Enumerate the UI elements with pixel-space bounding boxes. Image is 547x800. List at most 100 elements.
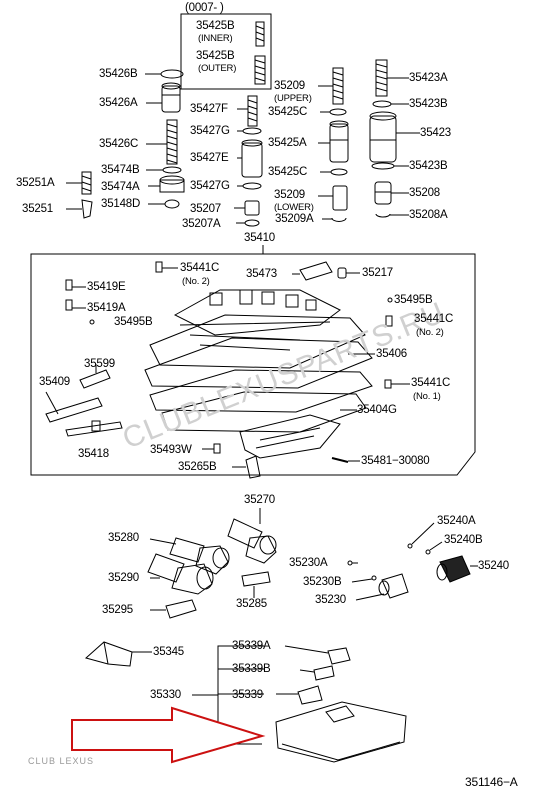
pointer-arrow — [71, 706, 266, 764]
callout-35270: 35270 — [244, 494, 275, 506]
date-code-label: (0007- ) — [185, 2, 224, 14]
ring-35423B-upper — [372, 100, 392, 108]
valve-35423 — [369, 111, 397, 163]
ring-35423B-lower — [371, 162, 395, 170]
bolt-35481-30080 — [331, 457, 349, 463]
ring-35427G-lower — [242, 182, 262, 190]
callout-35441C-no1: 35441C — [411, 377, 451, 389]
spring-35599 — [79, 369, 111, 389]
callout-35251A: 35251A — [16, 177, 55, 189]
ball-35240A — [407, 543, 413, 549]
callout-35441C-top: 35441C — [180, 262, 220, 274]
callout-35495B-right: 35495B — [394, 294, 433, 306]
callout-35208: 35208 — [409, 187, 440, 199]
callout-35409: 35409 — [39, 376, 70, 388]
callout-35419E: 35419E — [87, 281, 126, 293]
separator-plate — [144, 337, 373, 389]
callout-35599: 35599 — [84, 358, 115, 370]
clip-35285 — [241, 571, 271, 587]
callout-35406: 35406 — [376, 348, 407, 360]
callout-35209-upper: 35209 — [274, 80, 305, 92]
note-no1: (No. 1) — [413, 391, 441, 402]
plug-35208 — [374, 181, 392, 205]
callout-35495B-left: 35495B — [114, 316, 153, 328]
ring-35426B — [160, 69, 184, 79]
watermark-logo: CLUB LEXUS — [28, 756, 95, 766]
solenoid-35230 — [378, 573, 409, 599]
callout-35426C: 35426C — [99, 138, 139, 150]
callout-35265B: 35265B — [178, 461, 217, 473]
callout-35423A: 35423A — [409, 72, 448, 84]
plug-35207 — [244, 200, 260, 216]
callout-35339B: 35339B — [232, 663, 271, 675]
callout-35148D: 35148D — [101, 198, 141, 210]
lower-valve-body-35404G — [161, 391, 367, 459]
callout-35240B: 35240B — [444, 534, 483, 546]
filter-35217 — [337, 267, 347, 279]
upper-valve-body — [149, 289, 366, 369]
note-inner: (INNER) — [198, 33, 233, 44]
bolt-35493W — [213, 443, 221, 454]
callout-35230: 35230 — [315, 594, 346, 606]
accumulator-35270 — [227, 518, 277, 564]
spring-35425B-outer — [254, 55, 266, 85]
callout-35481-30080: 35481−30080 — [361, 455, 430, 467]
ring-35207A — [244, 219, 260, 227]
accumulator-35290 — [147, 553, 214, 595]
ring-35230B — [371, 575, 377, 581]
figure-id: 351146−A — [465, 775, 518, 789]
spring-35423A — [375, 59, 388, 97]
callout-35493W: 35493W — [150, 444, 192, 456]
rod-35418 — [65, 420, 123, 437]
gasket-35339 — [297, 685, 323, 705]
oil-strainer-35330 — [275, 701, 407, 763]
callout-35423B-upper: 35423B — [409, 98, 448, 110]
inner-outer-spring-box — [180, 13, 272, 90]
bracket-35345 — [84, 641, 133, 667]
callout-35339: 35339 — [232, 689, 263, 701]
spring-35427F — [247, 95, 258, 127]
callout-35209-lower: 35209 — [274, 189, 305, 201]
solenoid-35240 — [436, 555, 471, 583]
callout-35209A: 35209A — [275, 213, 314, 225]
callout-35425A: 35425A — [268, 137, 307, 149]
ring-35425C-lower — [330, 168, 348, 176]
piston-35474A — [159, 175, 185, 193]
gasket-35406 — [149, 369, 373, 413]
callout-35207A: 35207A — [182, 218, 221, 230]
callout-35285: 35285 — [236, 598, 267, 610]
callout-35426A: 35426A — [99, 97, 138, 109]
gasket-35339B — [313, 665, 335, 681]
check-ball-35441C-no2-right — [385, 315, 393, 327]
callout-35473: 35473 — [246, 268, 277, 280]
accumulator-35280 — [169, 537, 230, 575]
note-outer: (OUTER) — [198, 63, 237, 74]
callout-35427G-upper: 35427G — [190, 125, 230, 137]
callout-35330: 35330 — [150, 689, 181, 701]
check-ball-35441C-no2-top — [155, 261, 163, 273]
callout-35425C-lower: 35425C — [268, 166, 308, 178]
pin-35419E — [65, 279, 73, 291]
callout-35251: 35251 — [22, 203, 53, 215]
check-ball-35441C-no1 — [384, 379, 392, 389]
clip-35208A — [375, 213, 391, 218]
callout-35427E: 35427E — [190, 152, 229, 164]
callout-35217: 35217 — [362, 267, 393, 279]
ball-35495B-right — [387, 297, 393, 303]
callout-35474B: 35474B — [101, 164, 140, 176]
valve-body-assembly-box — [30, 253, 476, 476]
callout-35339A: 35339A — [232, 640, 271, 652]
callout-35230A: 35230A — [289, 557, 328, 569]
callout-35240A: 35240A — [437, 515, 476, 527]
note-lower: (LOWER) — [274, 202, 314, 213]
callout-35427G-lower: 35427G — [190, 180, 230, 192]
ball-35230A — [347, 560, 353, 566]
callout-35425C-upper: 35425C — [268, 106, 308, 118]
note-no2-right: (No. 2) — [416, 327, 444, 338]
spring-35295 — [165, 599, 197, 619]
callout-35419A: 35419A — [87, 302, 126, 314]
callout-35423: 35423 — [420, 127, 451, 139]
callout-35230B: 35230B — [303, 576, 342, 588]
ring-35425C-upper — [329, 108, 347, 116]
